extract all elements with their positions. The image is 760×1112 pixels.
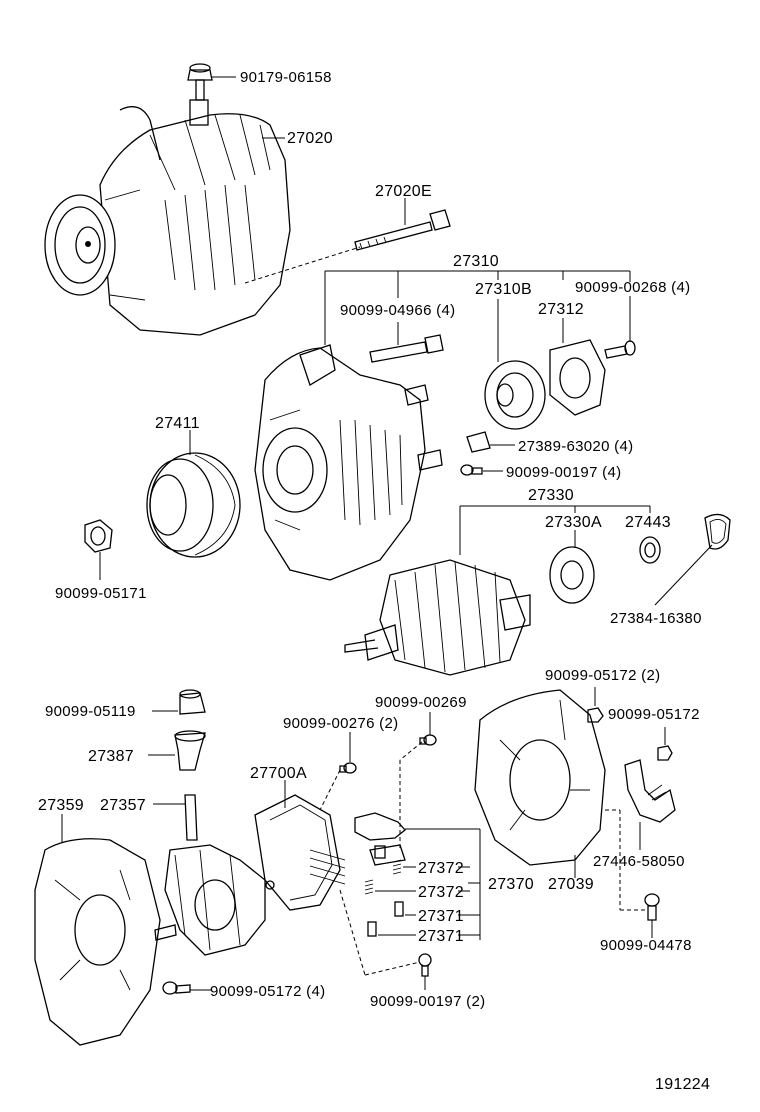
- label-90099-04966: 90099-04966 (4): [340, 302, 455, 319]
- label-27330: 27330: [528, 487, 574, 504]
- label-27357: 27357: [100, 797, 146, 814]
- nut-90099-05171[interactable]: [84, 519, 113, 553]
- label-90099-05119: 90099-05119: [45, 703, 136, 720]
- screw-90099-00197-2[interactable]: [418, 953, 432, 977]
- label-27443: 27443: [625, 514, 671, 531]
- screw-90099-05172-4[interactable]: [162, 981, 191, 995]
- label-27310: 27310: [453, 253, 499, 270]
- retainer-plate-27312[interactable]: [549, 339, 606, 416]
- brush-27371-a[interactable]: [394, 901, 404, 917]
- part-labels: 90179-06158 27020 27020E 27310 90099-049…: [38, 69, 710, 1093]
- rectifier-end-frame-27359[interactable]: [34, 838, 177, 1046]
- label-27371-a: 27371: [418, 908, 464, 925]
- label-90179-06158: 90179-06158: [240, 69, 332, 86]
- label-27372-b: 27372: [418, 884, 464, 901]
- label-90099-04478: 90099-04478: [600, 937, 692, 954]
- terminal-insulator-27446-58050[interactable]: [624, 759, 676, 823]
- label-27020: 27020: [287, 130, 333, 147]
- through-bolt-27020E[interactable]: [354, 209, 451, 251]
- label-90099-05172-4: 90099-05172 (4): [210, 983, 325, 1000]
- drive-end-frame[interactable]: [254, 344, 443, 581]
- rear-end-cover-27039[interactable]: [474, 689, 606, 866]
- screw-90099-00197[interactable]: [460, 464, 483, 476]
- label-27372-a: 27372: [418, 860, 464, 877]
- pulley-27411[interactable]: [146, 452, 241, 558]
- label-27020E: 27020E: [375, 183, 432, 200]
- label-27359: 27359: [38, 797, 84, 814]
- cover-27443[interactable]: [639, 536, 661, 564]
- label-27387: 27387: [88, 748, 134, 765]
- label-27389-63020: 27389-63020 (4): [518, 438, 633, 455]
- label-90099-00197-2: 90099-00197 (2): [370, 993, 485, 1010]
- screw-90099-00276[interactable]: [339, 762, 357, 774]
- label-90099-05172-2: 90099-05172 (2): [545, 667, 660, 684]
- label-90099-00269: 90099-00269: [375, 694, 467, 711]
- brush-holder-27370[interactable]: [354, 812, 406, 866]
- screw-90099-00269[interactable]: [419, 734, 437, 746]
- regulator-27700A[interactable]: [254, 794, 346, 911]
- insulator-27389-63020[interactable]: [466, 431, 491, 453]
- label-27330A: 27330A: [545, 514, 602, 531]
- spring-27372-a[interactable]: [392, 859, 402, 875]
- nut-90099-05172-2[interactable]: [587, 707, 604, 723]
- label-27700A: 27700A: [250, 765, 307, 782]
- label-90099-05172: 90099-05172: [608, 706, 700, 723]
- label-90099-00276: 90099-00276 (2): [283, 715, 398, 732]
- rotor-27330[interactable]: [344, 559, 531, 676]
- label-27411: 27411: [155, 415, 200, 432]
- spring-27372-b[interactable]: [364, 879, 374, 895]
- label-27446-58050: 27446-58050: [593, 853, 685, 870]
- label-27310B: 27310B: [475, 281, 532, 298]
- label-27039: 27039: [548, 876, 594, 893]
- screw-90099-00268[interactable]: [604, 340, 636, 359]
- label-27384-16380: 27384-16380: [610, 610, 702, 627]
- label-27312: 27312: [538, 301, 584, 318]
- alternator-assembly[interactable]: [44, 99, 291, 336]
- brush-27371-b[interactable]: [367, 921, 377, 937]
- bolt-90099-04966[interactable]: [369, 334, 444, 363]
- label-90099-00197-4: 90099-00197 (4): [506, 464, 621, 481]
- insulator-27387[interactable]: [174, 730, 206, 771]
- cap-90099-05119[interactable]: [179, 689, 206, 715]
- label-90099-05171: 90099-05171: [55, 585, 147, 602]
- bearing-27310B[interactable]: [484, 360, 546, 430]
- label-27371-b: 27371: [418, 928, 464, 945]
- bolt-90179-06158[interactable]: [187, 63, 213, 101]
- label-27370: 27370: [488, 876, 534, 893]
- figure-number: 191224: [655, 1076, 710, 1093]
- rectifier-27357[interactable]: [164, 794, 275, 956]
- seal-27384-16380[interactable]: [704, 513, 731, 550]
- bearing-27330A[interactable]: [549, 546, 595, 604]
- label-90099-00268: 90099-00268 (4): [575, 279, 690, 296]
- nut-90099-05172[interactable]: [657, 745, 673, 761]
- bolt-90099-04478[interactable]: [644, 893, 660, 921]
